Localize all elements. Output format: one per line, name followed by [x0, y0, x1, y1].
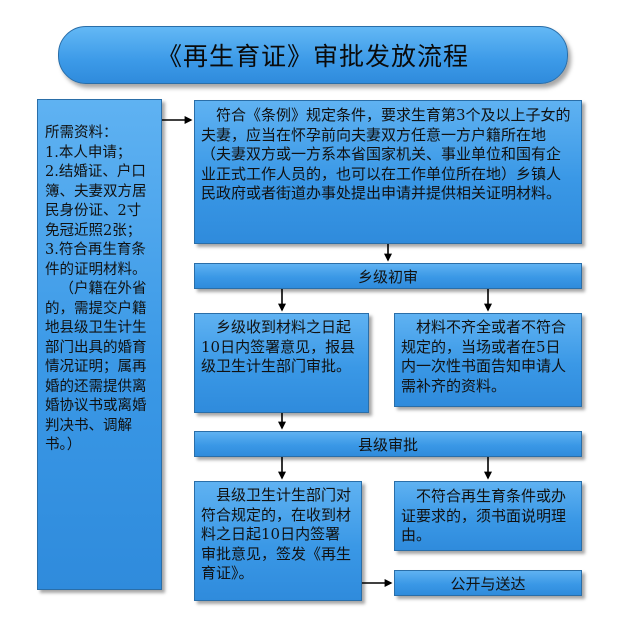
township-reject-text: 材料不齐全或者不符合规定的，当场或者在5日内一次性书面告知申请人需补齐的资料。	[401, 318, 567, 395]
title-text: 《再生育证》审批发放流程	[156, 42, 469, 71]
publish-deliver-label: 公开与送达	[450, 574, 526, 593]
township-review-bar: 乡级初审	[194, 263, 582, 289]
township-reject-box: 材料不齐全或者不符合规定的，当场或者在5日内一次性书面告知申请人需补齐的资料。	[394, 313, 582, 407]
application-step-text: 符合《条例》规定条件，要求生育第3个及以上子女的夫妻，应当在怀孕前向夫妻双方任意…	[201, 106, 571, 202]
required-materials-box: 所需资料： 1.本人申请； 2.结婚证、户口簿、夫妻双方居民身份证、2寸免冠近照…	[37, 99, 162, 590]
materials-item-2: 2.结婚证、户口簿、夫妻双方居民身份证、2寸免冠近照2张；	[45, 164, 147, 239]
township-review-label: 乡级初审	[357, 267, 418, 286]
township-accept-text: 乡级收到材料之日起10日内签署意见，报县级卫生计生部门审批。	[201, 318, 356, 375]
county-reject-text: 不符合再生育条件或办证要求的，须书面说明理由。	[401, 487, 567, 544]
materials-item-3: 3.符合再生育条件的证明材料。	[45, 242, 147, 278]
application-step-box: 符合《条例》规定条件，要求生育第3个及以上子女的夫妻，应当在怀孕前向夫妻双方任意…	[194, 100, 582, 244]
township-accept-box: 乡级收到材料之日起10日内签署意见，报县级卫生计生部门审批。	[194, 313, 369, 413]
page-title: 《再生育证》审批发放流程	[58, 26, 568, 84]
county-review-label: 县级审批	[357, 435, 418, 454]
county-accept-text: 县级卫生计生部门对符合规定的，在收到材料之日起10日内签署审批意见，签发《再生育…	[201, 486, 352, 582]
county-review-bar: 县级审批	[194, 431, 582, 457]
materials-note: （户籍在外省的，需提交户籍地县级卫生计生部门出具的婚育情况证明；属再婚的还需提供…	[45, 281, 147, 453]
materials-item-1: 1.本人申请；	[45, 144, 132, 161]
materials-heading: 所需资料：	[45, 125, 118, 141]
publish-deliver-box: 公开与送达	[394, 570, 582, 596]
county-reject-box: 不符合再生育条件或办证要求的，须书面说明理由。	[394, 481, 582, 551]
county-accept-box: 县级卫生计生部门对符合规定的，在收到材料之日起10日内签署审批意见，签发《再生育…	[194, 481, 362, 601]
